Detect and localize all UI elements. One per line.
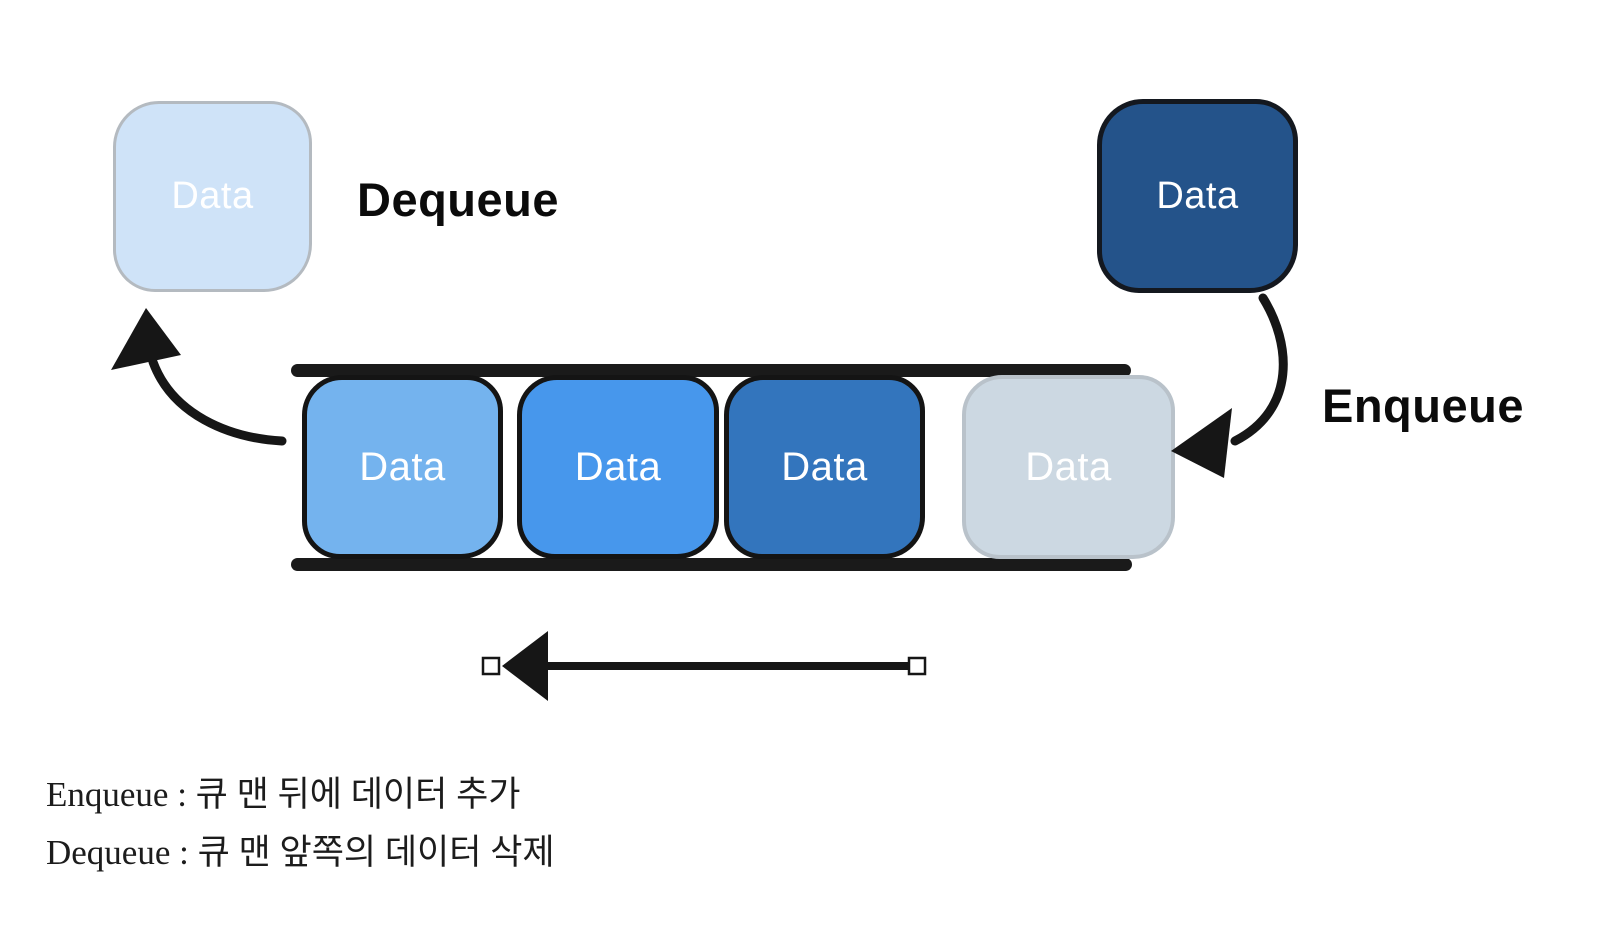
dequeue-definition-text: Dequeue : 큐 맨 앞쪽의 데이터 삭제 bbox=[46, 833, 555, 872]
queue-item: Data bbox=[962, 375, 1175, 559]
dequeue-arrow-curve bbox=[148, 357, 287, 446]
queue-item: Data bbox=[517, 375, 719, 559]
incoming-data-label: Data bbox=[1156, 174, 1239, 217]
queue-item-label: Data bbox=[574, 444, 662, 489]
dequeue-arrowhead-icon bbox=[111, 308, 181, 370]
enqueue-definition-text: Enqueue : 큐 맨 뒤에 데이터 추가 bbox=[46, 775, 521, 814]
queue-item: Data bbox=[724, 375, 925, 559]
arrow-endpoint-handle bbox=[481, 656, 501, 676]
queue-top-rail bbox=[291, 364, 1131, 377]
dequeued-data-box: Data bbox=[113, 101, 312, 292]
queue-item-label: Data bbox=[781, 444, 868, 489]
enqueue-operation-label: Enqueue bbox=[1322, 379, 1524, 432]
queue-item-label: Data bbox=[359, 444, 446, 489]
queue-item-label: Data bbox=[1025, 444, 1112, 489]
dequeue-operation-label: Dequeue bbox=[357, 173, 559, 226]
direction-arrowhead-icon bbox=[502, 631, 548, 701]
enqueue-arrow-curve bbox=[1230, 293, 1288, 446]
queue-item: Data bbox=[302, 375, 503, 559]
dequeued-data-label: Data bbox=[171, 175, 254, 217]
queue-bottom-rail bbox=[291, 558, 1132, 571]
enqueue-arrowhead-icon bbox=[1171, 408, 1232, 478]
incoming-data-box: Data bbox=[1097, 99, 1298, 293]
arrow-endpoint-handle bbox=[907, 656, 927, 676]
